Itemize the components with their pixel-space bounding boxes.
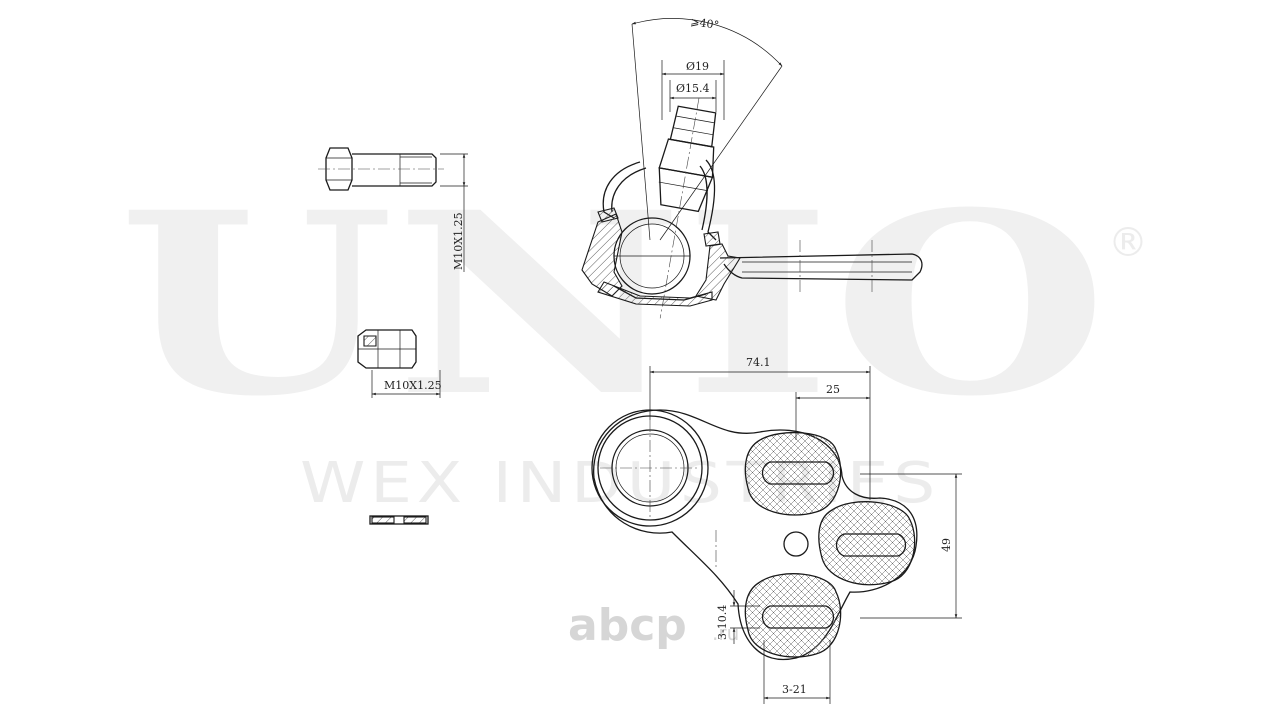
nut-drawing: M10X1.25 bbox=[357, 329, 442, 398]
stud-diameter-outer-label: Ø19 bbox=[686, 60, 709, 73]
hole-vertical-label: 49 bbox=[940, 538, 953, 552]
nut-thread-label: M10X1.25 bbox=[384, 379, 442, 392]
mount-span-label: 74.1 bbox=[746, 356, 771, 369]
hole-diameter-label: 3-10.4 bbox=[716, 605, 729, 640]
ball-joint-section: ⩾40° Ø19 Ø15.4 bbox=[581, 15, 923, 319]
watermark-brand: UNIO bbox=[118, 157, 1108, 451]
bolt-drawing: M10X1.25 bbox=[318, 147, 468, 272]
watermark-site-main: abcp bbox=[568, 600, 687, 651]
washer-drawing bbox=[369, 515, 429, 525]
ball-joint-top-view: 74.1 25 49 3-10.4 3-21 bbox=[591, 356, 962, 704]
mount-hole-2 bbox=[818, 501, 916, 586]
slot-width-label: 3-21 bbox=[782, 683, 807, 696]
stud-diameter-inner-label: Ø15.4 bbox=[676, 82, 710, 95]
watermark: UNIO ® WEX INDUSTRIES abcp .ru bbox=[118, 157, 1148, 651]
angle-label: ⩾40° bbox=[690, 15, 720, 32]
hole-spacing-label: 25 bbox=[826, 383, 840, 396]
bolt-thread-label: M10X1.25 bbox=[452, 212, 465, 270]
watermark-registered-mark: ® bbox=[1108, 220, 1148, 266]
mount-hole-1 bbox=[744, 431, 842, 516]
watermark-site-domain: .ru bbox=[712, 621, 739, 645]
mount-hole-3 bbox=[744, 573, 842, 658]
